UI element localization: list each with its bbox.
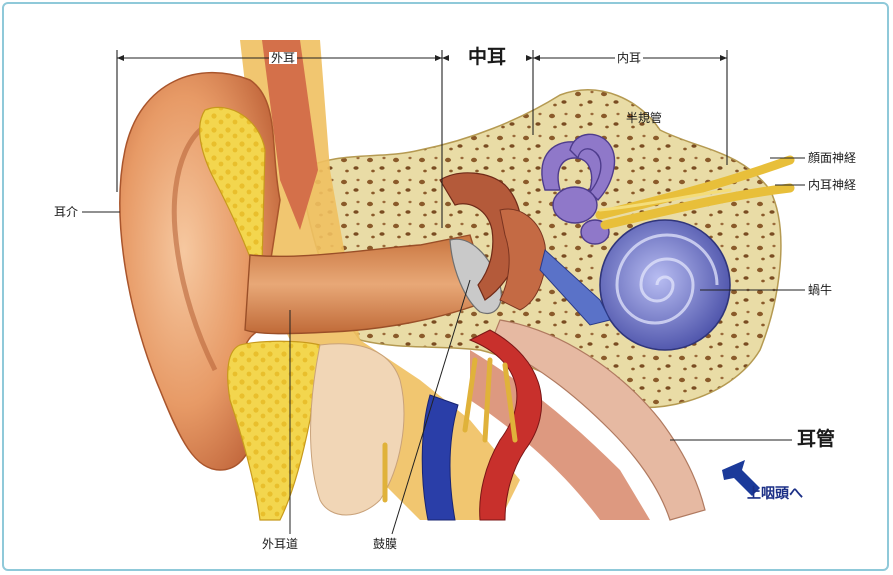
label-eardrum: 鼓膜: [373, 538, 397, 550]
label-semicircular-canals: 半規管: [626, 112, 662, 124]
label-facial-nerve: 顔面神経: [808, 152, 856, 164]
label-to-nasopharynx: 上咽頭へ: [747, 487, 803, 501]
label-inner-ear-nerve: 内耳神経: [808, 179, 856, 191]
label-inner-ear: 内耳: [615, 52, 643, 64]
cochlea-shape: [600, 220, 730, 350]
label-eustachian-tube: 耳管: [797, 430, 835, 449]
label-ear-canal: 外耳道: [262, 538, 298, 550]
outer-cartilage-lower: [228, 341, 320, 520]
label-middle-ear: 中耳: [468, 48, 506, 67]
label-cochlea: 蝸牛: [808, 284, 832, 296]
label-outer-ear: 外耳: [269, 52, 297, 64]
label-auricle: 耳介: [54, 206, 78, 218]
